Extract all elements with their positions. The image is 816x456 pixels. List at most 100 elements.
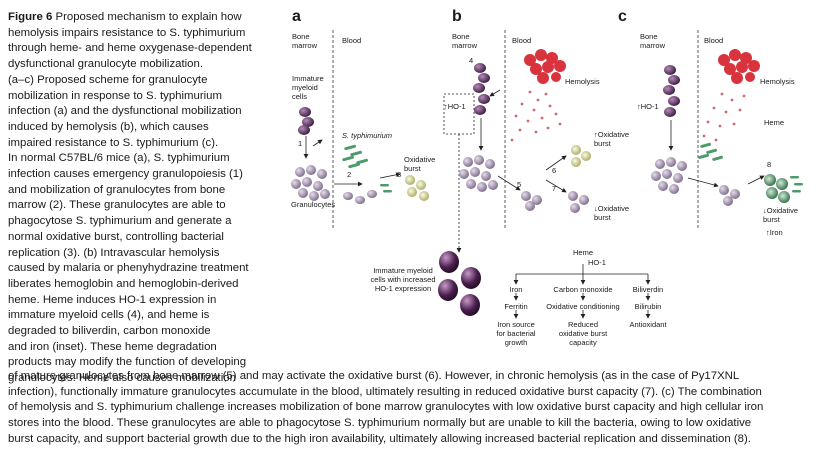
label-heme-c: Heme bbox=[764, 118, 785, 127]
label-oxidative-conditioning: Oxidative conditioning bbox=[546, 302, 620, 311]
oxidative-burst-down-cells bbox=[568, 191, 589, 213]
caption-line: dysfunctional granulocyte mobilization. bbox=[8, 58, 204, 71]
granulocyte-cluster bbox=[291, 165, 330, 201]
caption-line: infection), functionally immature granul… bbox=[8, 385, 762, 398]
panel-c bbox=[651, 49, 803, 206]
bacteria-cluster bbox=[698, 142, 723, 161]
caption-line: Proposed mechanism to explain how bbox=[52, 11, 242, 23]
caption-line: degraded to biliverdin, carbon monoxide bbox=[8, 325, 211, 338]
caption-line: caused by malaria or phenyhydrazine trea… bbox=[8, 262, 249, 275]
caption-line: hemolysis impairs resistance to S. typhi… bbox=[8, 26, 246, 39]
panel-label-a: a bbox=[292, 8, 301, 25]
figure-label: Figure 6 bbox=[8, 11, 53, 23]
caption-line: mobilization in response to S. typhimuri… bbox=[8, 89, 222, 102]
label-inset-heme: Heme bbox=[572, 248, 594, 257]
label-carbon-monoxide: Carbon monoxide bbox=[553, 285, 613, 294]
caption-line: and mobilization of granulocytes from bo… bbox=[8, 183, 226, 196]
blood-granulocytes bbox=[343, 184, 392, 204]
caption-line: normal oxidative burst, controlling bact… bbox=[8, 230, 224, 243]
label-oxidative-burst-a: Oxidative burst bbox=[404, 155, 436, 173]
granulocyte-cluster bbox=[651, 157, 687, 194]
label-inset-ho1: HO-1 bbox=[588, 258, 606, 267]
caption-line: marrow (2). These granulocytes are able … bbox=[8, 199, 226, 212]
oxidative-burst-up-cells bbox=[571, 145, 591, 167]
heme-particles bbox=[702, 92, 746, 142]
label-bone-marrow-c: Bone marrow bbox=[640, 32, 666, 50]
ho1-inset bbox=[438, 251, 651, 319]
label-oxidative-burst-down-b: ↓Oxidative burst bbox=[594, 204, 630, 222]
label-oxidative-burst-up: ↑Oxidative burst bbox=[594, 130, 630, 148]
label-iron-source: Iron source for bacterial growth bbox=[496, 320, 536, 347]
caption-line: In normal C57BL/6 mice (a), S. typhimuri… bbox=[8, 152, 230, 165]
step-number-2: 2 bbox=[347, 170, 352, 179]
step-number-7: 7 bbox=[552, 184, 557, 193]
label-immature-myeloid-a: Immature myeloid cells bbox=[292, 74, 324, 101]
label-oxidative-burst-down-c: ↓Oxidative burst bbox=[763, 206, 799, 224]
label-s-typhimurium-a: S. typhimurium bbox=[342, 131, 393, 140]
panel-b bbox=[443, 49, 591, 253]
panel-label-b: b bbox=[452, 8, 462, 25]
panel-label-c: c bbox=[618, 8, 627, 25]
immature-cell bbox=[299, 107, 311, 117]
step-number-4: 4 bbox=[469, 56, 474, 65]
label-bilirubin: Bilirubin bbox=[634, 302, 662, 311]
label-biliverdin: Biliverdin bbox=[632, 285, 664, 294]
step-number-3: 3 bbox=[397, 170, 402, 179]
label-bone-marrow-a: Bone marrow bbox=[292, 32, 318, 50]
caption-line: infection causes emergency granulopoiesi… bbox=[8, 168, 243, 181]
caption-line: burst capacity, and support bacterial gr… bbox=[8, 432, 751, 445]
caption-line: infection (a) and the dysfunctional mobi… bbox=[8, 105, 242, 118]
caption-line: induced by hemolysis (b), which causes bbox=[8, 120, 209, 133]
label-blood-c: Blood bbox=[704, 36, 724, 45]
label-granulocytes-a: Granulocytes bbox=[291, 200, 336, 209]
label-ho1-c: ↑HO-1 bbox=[637, 102, 659, 111]
blood-granulocytes bbox=[719, 185, 740, 206]
caption-line: impaired resistance to S. typhimurium (c… bbox=[8, 136, 219, 149]
caption-line: granulocytes. Heme also causes mobilizat… bbox=[8, 372, 236, 385]
caption-column-text: Proposed mechanism to explain how hemolys… bbox=[8, 11, 252, 384]
rbc-cluster bbox=[524, 49, 566, 84]
label-immature-ho1-cells: Immature myeloid cells with increased HO… bbox=[370, 266, 436, 293]
step-number-5: 5 bbox=[517, 180, 522, 189]
oxidative-burst-cells bbox=[405, 175, 429, 201]
immature-cell bbox=[298, 125, 310, 135]
caption-line: through heme- and heme oxygenase-depende… bbox=[8, 42, 252, 55]
rbc-cluster bbox=[718, 49, 760, 84]
label-antioxidant: Antioxidant bbox=[629, 320, 667, 329]
label-hemolysis-c: Hemolysis bbox=[760, 77, 795, 86]
step-number-8: 8 bbox=[767, 160, 772, 169]
caption-line: heme. Heme induces HO-1 expression in bbox=[8, 293, 217, 306]
bacteria-cluster bbox=[342, 144, 368, 169]
infected-granulocytes bbox=[764, 174, 803, 203]
caption-line: phagocytose S. typhimurium and generate … bbox=[8, 215, 232, 228]
label-reduced-burst: Reduced oxidative burst capacity bbox=[558, 320, 608, 347]
immature-cell bbox=[302, 117, 314, 127]
blood-granulocytes bbox=[521, 191, 542, 211]
step-number-6: 6 bbox=[552, 166, 557, 175]
granulocyte-cluster bbox=[459, 155, 498, 192]
label-hemolysis-b: Hemolysis bbox=[565, 77, 600, 86]
label-ferritin: Ferritin bbox=[504, 302, 528, 311]
caption-line: products may modify the function of deve… bbox=[8, 356, 247, 369]
caption-line: liberates hemoglobin and hemoglobin-deri… bbox=[8, 277, 239, 290]
figure-caption-column: Figure 6 Proposed mechanism to explain h… bbox=[8, 10, 280, 387]
label-ho1-b: ↑HO-1 bbox=[444, 102, 466, 111]
label-iron: Iron bbox=[509, 285, 523, 294]
caption-line: (a–c) Proposed scheme for granulocyte bbox=[8, 73, 208, 86]
caption-line: of mature granulocytes from bone marrow … bbox=[8, 370, 740, 382]
label-blood-a: Blood bbox=[342, 36, 362, 45]
caption-line: replication (3). (b) Intravascular hemol… bbox=[8, 246, 220, 259]
caption-line: and iron (inset). These heme degradation bbox=[8, 340, 217, 353]
ho1-inset-box bbox=[443, 93, 475, 135]
label-iron-up: ↑Iron bbox=[766, 228, 783, 237]
step-number-1: 1 bbox=[298, 139, 303, 148]
figure-caption-full-width: of mature granulocytes from bone marrow … bbox=[8, 369, 814, 448]
panel-a bbox=[291, 107, 429, 204]
heme-particles bbox=[510, 90, 562, 142]
caption-line: immature myeloid cells (4), and heme is bbox=[8, 309, 210, 322]
caption-line: stores into the blood. These granulocyte… bbox=[8, 417, 752, 430]
label-bone-marrow-b: Bone marrow bbox=[452, 32, 478, 50]
label-blood-b: Blood bbox=[512, 36, 532, 45]
caption-line: of hemolysis and S. typhimurium challeng… bbox=[8, 401, 764, 414]
